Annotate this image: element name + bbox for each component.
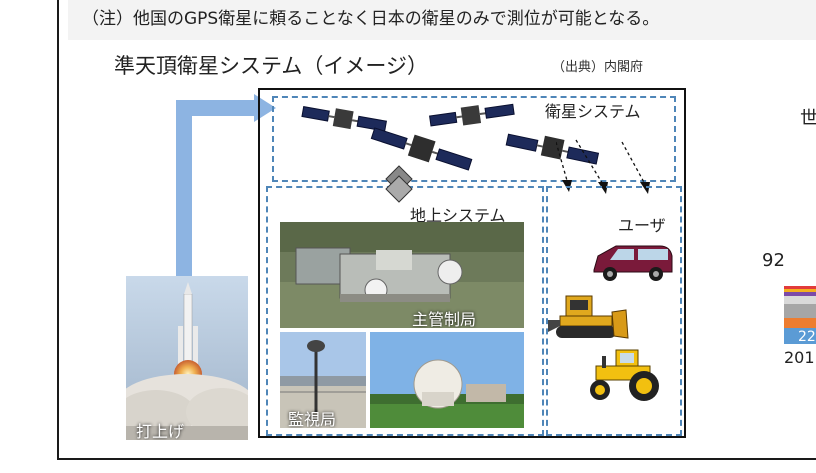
radome-image: [370, 332, 524, 428]
master-control-photo: 主管制局: [280, 222, 524, 328]
system-frame: [258, 88, 686, 438]
rocket-launch-image: [126, 276, 248, 440]
satellite-system-label: 衛星システム: [545, 102, 641, 121]
bulldozer-icon: [548, 295, 629, 339]
satellite-icon: [301, 106, 387, 132]
source-credit: （出典）内閣府: [552, 60, 644, 75]
footnote: （注）他国のGPS衛星に頼ることなく日本の衛星のみで測位が可能となる。: [82, 9, 660, 29]
bar-label-fragment: 22: [798, 329, 816, 345]
diagram-title: 準天頂衛星システム（イメージ）: [114, 54, 428, 78]
link-connector-icon: [385, 165, 413, 203]
frame-left-border: [57, 0, 59, 460]
frame-bottom-border: [57, 458, 816, 460]
satellite-icon: [505, 133, 600, 165]
monitor-station-label: 監視局: [288, 410, 337, 428]
user-label: ユーザ: [618, 216, 666, 235]
monitor-station-photo-left: 監視局: [280, 332, 366, 428]
year-label-fragment: 201: [784, 348, 815, 367]
monitor-station-photo-right: [370, 332, 524, 428]
satellite-icon: [429, 103, 515, 127]
van-icon: [593, 245, 673, 281]
master-control-station-image: [280, 222, 524, 328]
note-bar: [68, 0, 816, 40]
user-box: [546, 186, 682, 436]
tractor-icon: [590, 349, 659, 401]
right-value-label: 92: [762, 250, 785, 271]
stacked-bar-fragment: [784, 286, 816, 344]
launch-photo: 打上げ: [126, 276, 248, 440]
master-control-label: 主管制局: [412, 310, 477, 328]
launch-label: 打上げ: [136, 422, 185, 440]
satellite-system-box: [272, 96, 676, 182]
satellite-icon: [370, 127, 473, 171]
monitor-station-image: [280, 332, 366, 428]
right-heading-fragment: 世: [800, 108, 816, 129]
ground-system-label: 地上システム: [410, 206, 506, 225]
signal-arrows: [556, 139, 650, 194]
